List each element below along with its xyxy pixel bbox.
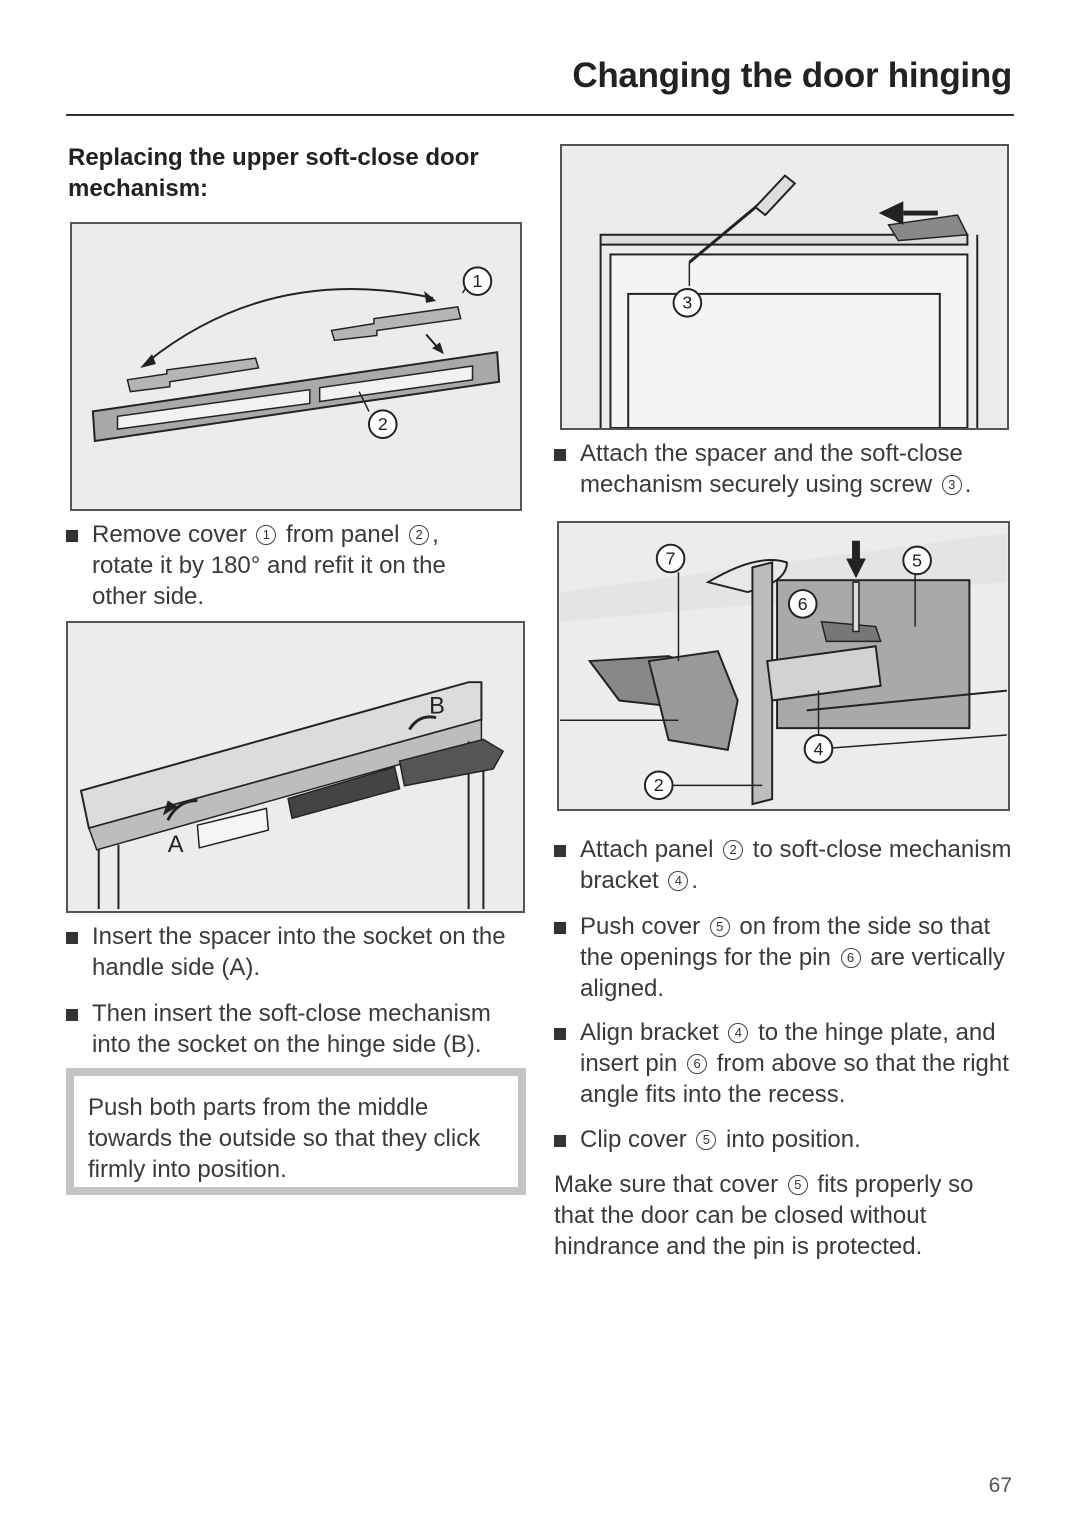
callout-4-label: 4: [814, 739, 824, 759]
step-attach-panel: Attach panel 2 to soft-close mechanism b…: [554, 834, 1014, 896]
callout-1-marker: [462, 266, 493, 296]
section-heading: Replacing the upper soft-close door mech…: [68, 144, 479, 202]
note-text: Push both parts from the middle towards …: [88, 1094, 481, 1183]
title-divider: [66, 114, 1014, 116]
screw-fastening-illustration: 3: [599, 174, 979, 428]
callout-2-marker: [367, 409, 398, 439]
callout-number: 6: [840, 948, 861, 968]
callout-2-label: 2: [378, 414, 388, 434]
page-title: Changing the door hinging: [572, 56, 1012, 95]
callout-number: 2: [409, 525, 430, 545]
step-attach-spacer: Attach the spacer and the soft-close mec…: [554, 438, 1014, 500]
figure-screw-fastening: 3: [560, 144, 1009, 430]
callout-2b-marker: [643, 770, 674, 801]
label-a: A: [168, 832, 184, 858]
hinge-bracket-illustration: 7 5 6 4 2: [560, 532, 1007, 806]
callout-number: 3: [941, 475, 962, 495]
spacer-insertion-illustration: A B: [79, 681, 505, 910]
callout-number: 6: [687, 1054, 708, 1074]
callout-7-marker: [655, 543, 686, 574]
callout-number: 5: [709, 917, 730, 937]
page-number: 67: [988, 1474, 1012, 1497]
callout-number: 1: [256, 525, 277, 545]
callout-number: 4: [668, 871, 689, 891]
callout-6-marker: [787, 589, 818, 619]
callout-6-label: 6: [798, 594, 808, 614]
closing-note: Make sure that cover 5 fits properly so …: [554, 1171, 974, 1260]
callout-number: 5: [696, 1130, 717, 1150]
step-insert-spacer: Insert the spacer into the socket on the…: [66, 921, 516, 983]
callout-1-label: 1: [473, 271, 483, 291]
note-box: Push both parts from the middle towards …: [66, 1068, 526, 1195]
callout-3-label: 3: [682, 293, 692, 313]
step-clip-cover: Clip cover 5 into position.: [554, 1124, 1014, 1155]
figure-spacer-insertion: A B: [66, 621, 525, 913]
callout-3-marker: [672, 287, 703, 318]
step-align-bracket: Align bracket 4 to the hinge plate, and …: [554, 1017, 1014, 1110]
callout-5-label: 5: [912, 550, 922, 570]
figure-cover-panel: 1 2: [70, 222, 522, 511]
step-push-cover: Push cover 5 on from the side so that th…: [554, 911, 1014, 1004]
step-remove-cover: Remove cover 1 from panel 2, rotate it b…: [66, 519, 506, 612]
figure-hinge-bracket: 7 5 6 4 2: [557, 521, 1010, 811]
step-insert-mechanism: Then insert the soft-close mechanism int…: [66, 998, 526, 1060]
cover-panel-illustration: 1 2: [91, 266, 501, 443]
callout-number: 5: [787, 1175, 808, 1195]
callout-7-label: 7: [666, 548, 676, 568]
callout-2b-label: 2: [654, 775, 664, 795]
callout-5-marker: [902, 545, 932, 576]
label-b: B: [429, 694, 445, 720]
callout-number: 4: [728, 1023, 749, 1043]
callout-number: 2: [723, 840, 744, 860]
callout-4-marker: [803, 734, 834, 764]
